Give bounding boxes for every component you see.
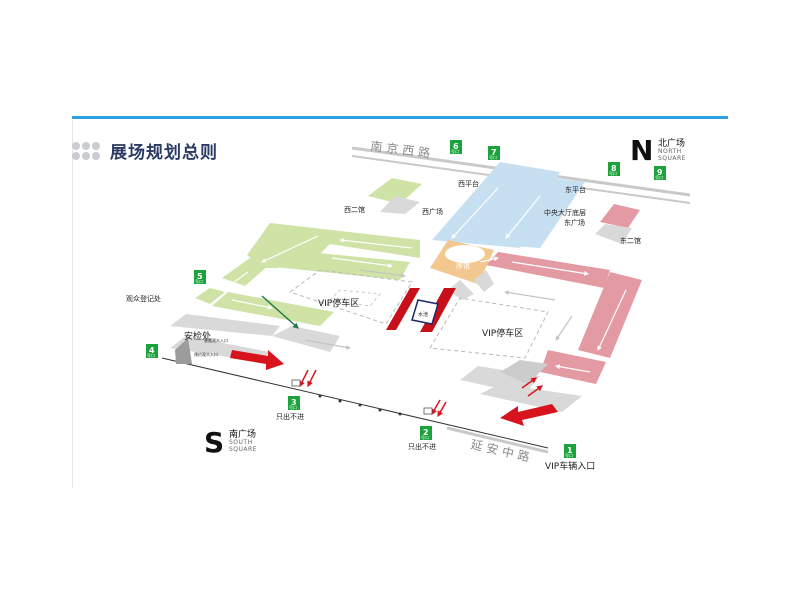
label-registration: 观众登记处: [126, 294, 161, 303]
gate-3-num: 3: [291, 398, 297, 407]
gate-5: 5 号口: [194, 270, 206, 284]
compass-s-en2: SQUARE: [229, 446, 257, 453]
header-rule: [72, 116, 728, 119]
gate-5-num: 5: [197, 272, 203, 281]
gate-2-sub: 号口: [421, 434, 429, 440]
label-vip-right: VIP停车区: [482, 327, 523, 339]
gate-1-sub: 号口: [565, 452, 573, 458]
gate-posts: [291, 379, 433, 416]
gate-5-sub: 号口: [195, 278, 203, 284]
label-west-hall2: 西二馆: [344, 205, 365, 214]
area-labels: 西平台 东平台 西二馆 西广场 中央大厅底层 东广场 东二馆 序馆 水池 VIP…: [126, 179, 641, 357]
label-entry-normal: 普通观众入口: [204, 337, 228, 343]
preface-hall: [430, 240, 494, 284]
gate-1-caption: VIP车辆入口: [545, 460, 595, 472]
gate-9-sub: 号口: [655, 174, 663, 180]
label-security: 安检处: [184, 330, 211, 342]
red-entry-arrows: [230, 350, 558, 426]
label-vip-left: VIP停车区: [318, 297, 359, 309]
gate-2: 2 号口 只出不进: [408, 426, 436, 451]
east-square-area: [486, 204, 642, 384]
gate-6-sub: 号口: [451, 148, 459, 154]
gate-8: 8 号口: [608, 162, 620, 176]
label-preface: 序馆: [456, 261, 470, 270]
compass-n-letter: N: [630, 134, 653, 167]
label-west-square: 西广场: [422, 207, 443, 216]
gate-3-sub: 号口: [289, 404, 297, 410]
gate-2-caption: 只出不进: [408, 442, 436, 451]
title-block: 展场规划总则: [72, 138, 218, 163]
gate-8-sub: 号口: [609, 170, 617, 176]
gate-4-sub: 号口: [147, 352, 155, 358]
compass-n-en2: SQUARE: [658, 155, 686, 162]
label-west-platform: 西平台: [458, 179, 479, 188]
gate-4-num: 4: [149, 346, 155, 355]
page-title: 展场规划总则: [110, 143, 218, 163]
compass-north: N 北广场 NORTH SQUARE: [630, 134, 686, 167]
vip-parking-outlines: [288, 269, 549, 359]
compass-s-cn: 南广场: [229, 428, 256, 440]
label-center-hall: 中央大厅底层: [544, 208, 586, 217]
label-east-platform: 东平台: [565, 185, 586, 194]
gate-9: 9 号口: [654, 166, 666, 180]
west-hall-area: [195, 178, 422, 326]
label-east-hall2: 东二馆: [620, 236, 641, 245]
gate-6-num: 6: [453, 142, 459, 151]
gate-6: 6 号口: [450, 140, 462, 154]
gate-3: 3 号口 只出不进: [276, 396, 304, 421]
gate-3-caption: 只出不进: [276, 412, 304, 421]
compass-n-en1: NORTH: [658, 148, 682, 155]
label-entry-reserved: 预约观众入口: [194, 351, 218, 357]
compass-s-en1: SOUTH: [229, 439, 253, 446]
flow-arrows: [225, 187, 627, 373]
compass-south: S 南广场 SOUTH SQUARE: [204, 426, 257, 459]
gate-7-num: 7: [491, 148, 497, 157]
compass-s-letter: S: [204, 426, 224, 459]
gate-1-num: 1: [567, 446, 573, 455]
gate-4: 4 号口: [146, 344, 158, 358]
compass-n-cn: 北广场: [658, 137, 685, 149]
gate-7-sub: 号口: [489, 154, 497, 160]
label-east-square: 东广场: [564, 218, 585, 227]
north-platform-area: [432, 162, 585, 248]
gate-2-num: 2: [423, 428, 429, 437]
central-red-stripes: [386, 288, 456, 332]
left-rule: [72, 120, 73, 488]
gate-1: 1 号口 VIP车辆入口: [545, 444, 595, 472]
gate-8-num: 8: [611, 164, 617, 173]
gate-9-num: 9: [657, 168, 663, 177]
gray-structures: [170, 196, 632, 412]
label-water: 水池: [418, 311, 428, 318]
road-north-label: 南京西路: [370, 138, 435, 161]
title-dots-icon: [72, 141, 100, 160]
gate-7: 7 号口: [488, 146, 500, 160]
